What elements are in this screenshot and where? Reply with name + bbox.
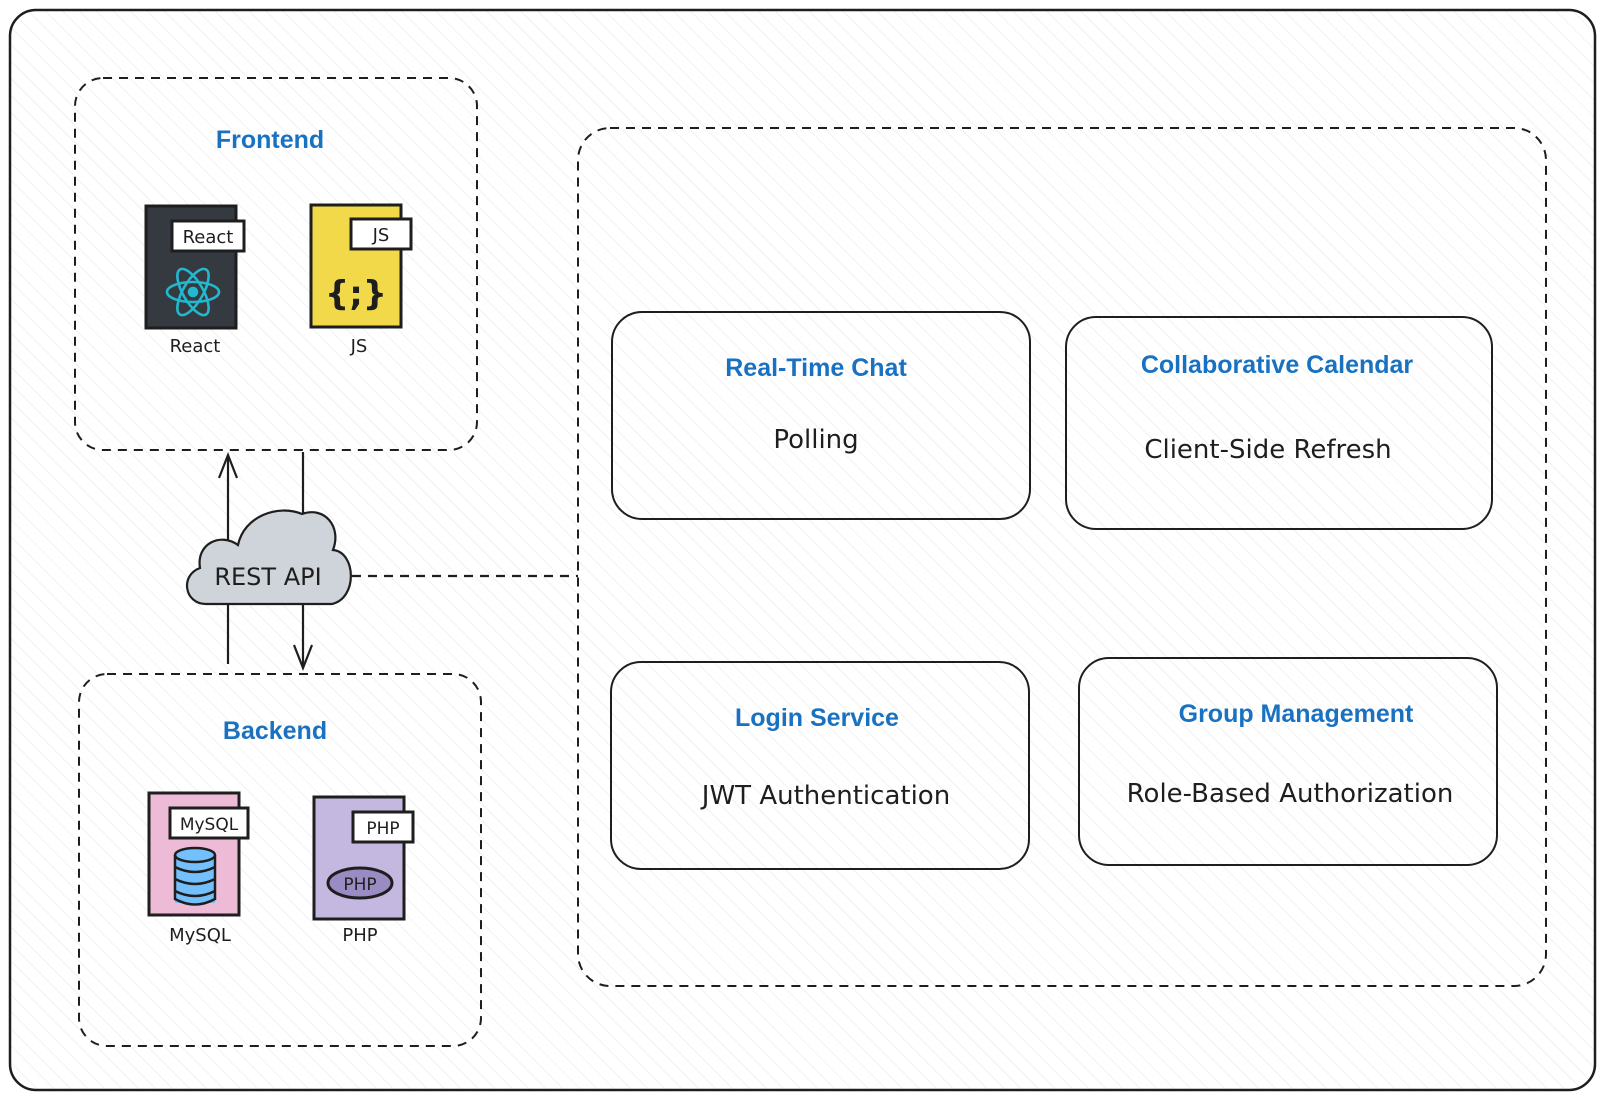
react-tag-box (170, 219, 246, 253)
php-caption: PHP (342, 925, 377, 946)
service-login[interactable]: Login Service JWT Authentication (610, 661, 1030, 870)
js-braces-icon: {;} (325, 274, 387, 314)
services-group[interactable]: Real-Time Chat Polling Collaborative Cal… (577, 127, 1547, 987)
service-card-border (611, 311, 1031, 520)
frontend-group-border (74, 77, 478, 451)
mysql-caption: MySQL (169, 925, 231, 946)
service-card-border (610, 661, 1030, 870)
backend-group[interactable]: Backend MySQL MySQL PHP PHP (78, 673, 482, 1047)
js-item[interactable]: JS {;} JS (309, 203, 413, 357)
services-group-border (577, 127, 1547, 987)
frontend-group[interactable]: Frontend React React JS {;} JS (74, 77, 478, 451)
js-tag-label: JS (372, 225, 390, 246)
cloud-icon (185, 509, 352, 606)
mysql-tag-label: MySQL (180, 815, 239, 835)
service-title: Group Management (1179, 700, 1414, 728)
service-real-time-chat[interactable]: Real-Time Chat Polling (611, 311, 1031, 520)
react-tag-label: React (183, 227, 234, 248)
mysql-item[interactable]: MySQL MySQL (147, 791, 250, 946)
rest-api-cloud[interactable]: REST API (185, 509, 352, 606)
service-title: Collaborative Calendar (1141, 351, 1414, 379)
backend-group-border (78, 673, 482, 1047)
service-collaborative-calendar[interactable]: Collaborative Calendar Client-Side Refre… (1065, 316, 1493, 530)
service-title: Real-Time Chat (725, 354, 907, 382)
react-caption: React (170, 336, 221, 357)
php-tag-box (351, 810, 415, 844)
service-card-border (1065, 316, 1493, 530)
php-tag-label: PHP (366, 819, 399, 839)
react-item[interactable]: React React (144, 204, 246, 357)
php-logo-icon: PHP (326, 866, 394, 900)
rest-api-label: REST API (214, 563, 321, 591)
service-title: Login Service (735, 704, 899, 732)
service-detail: Client-Side Refresh (1144, 435, 1391, 465)
service-detail: JWT Authentication (700, 781, 950, 811)
mysql-tag-box (168, 806, 250, 840)
php-item[interactable]: PHP PHP PHP (312, 795, 415, 946)
frontend-title: Frontend (216, 126, 324, 154)
api-to-frontend-arrowhead (217, 451, 239, 479)
service-card-border (1078, 657, 1498, 866)
database-icon (173, 846, 217, 906)
js-tag-box (349, 217, 413, 251)
js-caption: JS (350, 336, 368, 357)
service-detail: Polling (773, 425, 858, 455)
php-logo-text: PHP (343, 875, 376, 895)
service-detail: Role-Based Authorization (1127, 779, 1454, 809)
frontend-to-backend-arrowhead (292, 644, 314, 672)
backend-title: Backend (223, 717, 327, 745)
react-atom-icon (165, 267, 221, 317)
service-group-management[interactable]: Group Management Role-Based Authorizatio… (1078, 657, 1498, 866)
